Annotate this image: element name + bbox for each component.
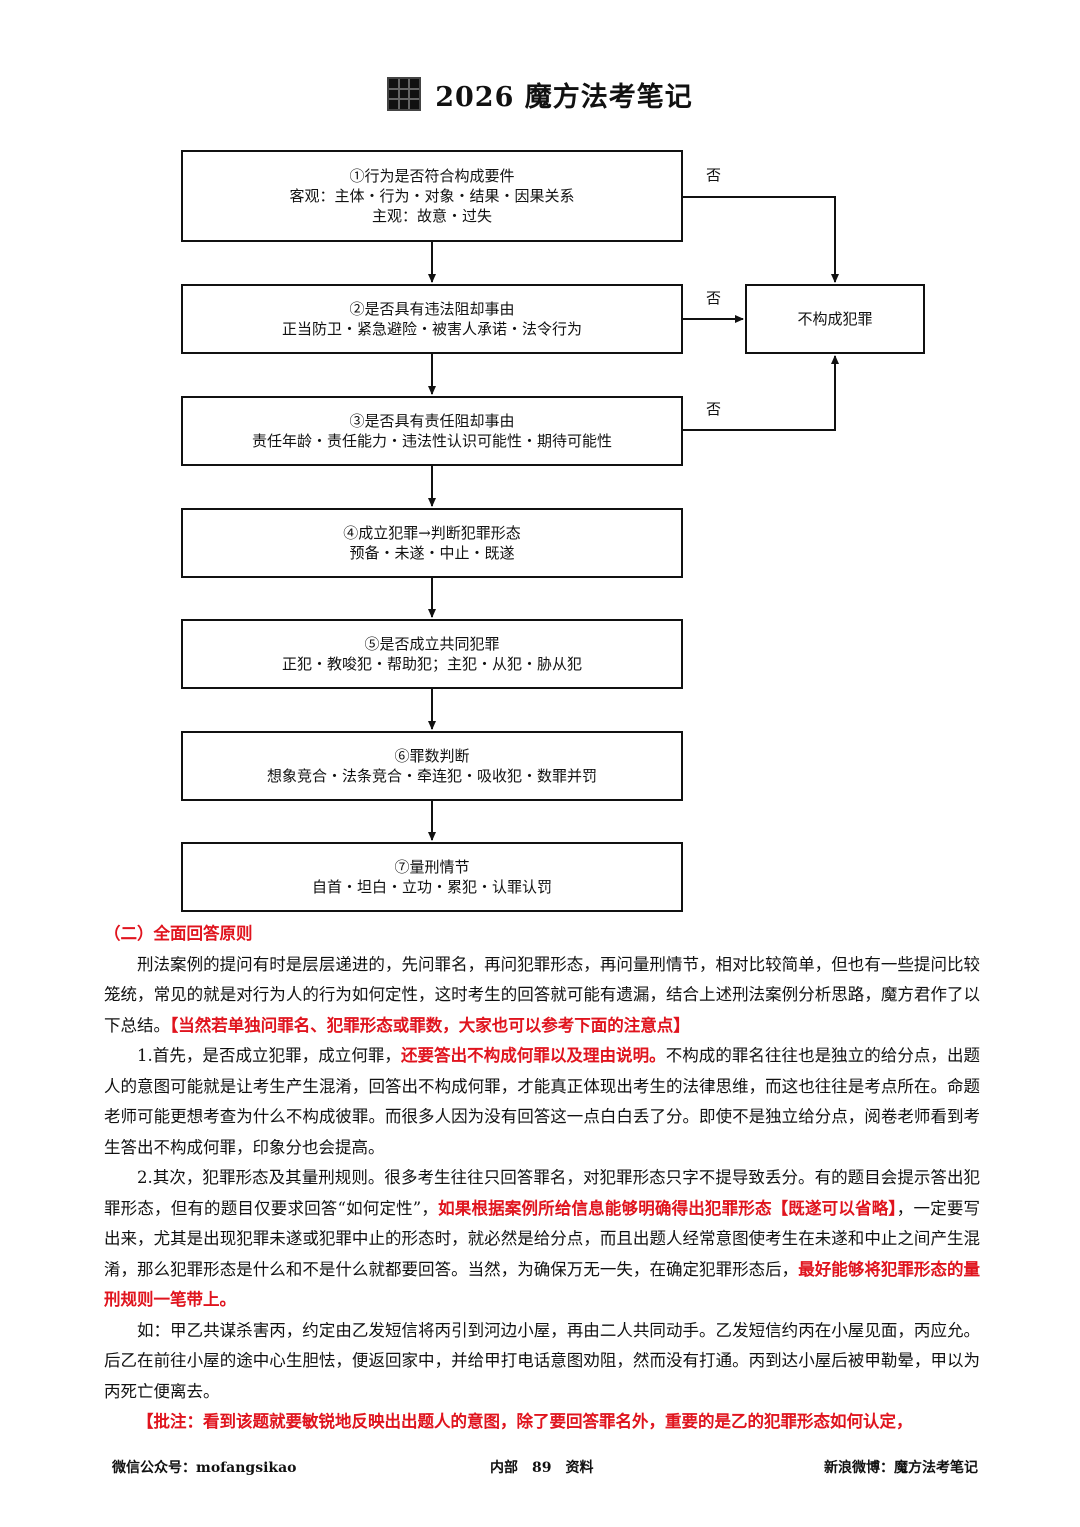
section-heading: （二）全面回答原则 <box>104 924 253 943</box>
rubiks-cube-logo-icon <box>387 77 422 111</box>
flow-step-line: 责任年龄・责任能力・违法性认识可能性・期待可能性 <box>251 432 612 450</box>
highlight-text: 还要答出不构成何罪以及理由说明。 <box>400 1046 666 1065</box>
no-label: 否 <box>706 166 722 184</box>
paragraph-text: ，一定要写出来，尤其是出现犯罪未遂或犯罪中止的形态时，就必然是给分点，而且出题人… <box>104 1198 981 1279</box>
flow-step-1: ①行为是否符合构成要件 客观：主体・行为・对象・结果・因果关系 主观：故意・过失 <box>181 150 683 242</box>
flow-step-line: 正当防卫・紧急避险・被害人承诺・法令行为 <box>281 320 582 338</box>
no-label: 否 <box>706 400 722 418</box>
annotation-paragraph: 【批注：看到该题就要敏锐地反映出出题人的意图，除了要回答罪名外，重要的是乙的犯罪… <box>137 1412 913 1431</box>
highlight-note: 【当然若单独问罪名、犯罪形态或罪数，大家也可以参考下面的注意点】 <box>170 1015 690 1035</box>
flow-step-4: ④成立犯罪→判断犯罪形态 预备・未遂・中止・既遂 <box>181 508 683 578</box>
page-title: 2026 魔方法考笔记 <box>435 81 693 113</box>
flow-step-3: ③是否具有责任阻却事由 责任年龄・责任能力・违法性认识可能性・期待可能性 <box>181 396 683 466</box>
page-footer: 微信公众号：mofangsikao 内部 89 资料 新浪微博：魔方法考笔记 <box>112 1457 978 1479</box>
flow-step-title: ②是否具有违法阻却事由 <box>349 300 515 318</box>
highlight-text: 最好能够将犯罪形态的量刑规则一笔带上。 <box>104 1259 981 1310</box>
highlight-text: 如果根据案例所给信息能够明确得出犯罪形态【既遂可以省略】 <box>438 1198 897 1218</box>
no-label: 否 <box>706 289 722 307</box>
flow-step-line: 客观：主体・行为・对象・结果・因果关系 <box>289 187 575 205</box>
paragraph-text: 1.首先，是否成立犯罪，成立何罪， <box>137 1046 401 1065</box>
arrow-3-no <box>683 355 839 431</box>
page-header: 2026 魔方法考笔记 <box>0 72 1080 116</box>
flow-step-6: ⑥罪数判断 想象竞合・法条竞合・牵连犯・吸收犯・数罪并罚 <box>181 731 683 801</box>
flow-step-2: ②是否具有违法阻却事由 正当防卫・紧急避险・被害人承诺・法令行为 <box>181 284 683 354</box>
flow-step-title: ①行为是否符合构成要件 <box>349 167 515 185</box>
flow-step-title: ③是否具有责任阻却事由 <box>349 412 515 430</box>
flow-step-line: 自首・坦白・立功・累犯・认罪认罚 <box>311 878 552 896</box>
flow-step-7: ⑦量刑情节 自首・坦白・立功・累犯・认罪认罚 <box>181 842 683 912</box>
flow-step-line: 想象竞合・法条竞合・牵连犯・吸收犯・数罪并罚 <box>266 767 597 785</box>
article-body: （二）全面回答原则 刑法案例的提问有时是层层递进的，先问罪名，再问犯罪形态，再问… <box>104 919 980 1438</box>
flowchart-connectors <box>428 196 839 841</box>
footer-wechat: 微信公众号：mofangsikao <box>112 1460 297 1476</box>
paragraph-3: 2.其次，犯罪形态及其量刑规则。很多考生往往只回答罪名，对犯罪形态只字不提导致丢… <box>104 1163 980 1316</box>
flow-step-title: ④成立犯罪→判断犯罪形态 <box>343 524 521 542</box>
paragraph-text: 2.其次，犯罪形态及其量刑规则。很多考生往往只回答罪名，对犯罪形态只字不提导致丢… <box>104 1168 980 1218</box>
flow-step-line: 预备・未遂・中止・既遂 <box>349 544 515 562</box>
paragraph-1: 刑法案例的提问有时是层层递进的，先问罪名，再问犯罪形态，再问量刑情节，相对比较简… <box>104 950 980 1042</box>
footer-weibo: 新浪微博：魔方法考笔记 <box>824 1460 978 1476</box>
footer-page-number: 内部 89 资料 <box>490 1460 594 1476</box>
flow-step-5: ⑤是否成立共同犯罪 正犯・教唆犯・帮助犯；主犯・从犯・胁从犯 <box>181 619 683 689</box>
flow-step-title: ⑤是否成立共同犯罪 <box>364 635 500 653</box>
result-box-not-crime: 不构成犯罪 <box>745 284 925 354</box>
paragraph-text: 不构成的罪名往往也是独立的给分点，出题人的意图可能就是让考生产生混淆，回答出不构… <box>104 1046 981 1157</box>
arrow-1-no <box>683 196 839 283</box>
flow-step-line: 正犯・教唆犯・帮助犯；主犯・从犯・胁从犯 <box>281 655 582 673</box>
paragraph-4: 如：甲乙共谋杀害丙，约定由乙发短信将丙引到河边小屋，再由二人共同动手。乙发短信约… <box>104 1320 980 1401</box>
flow-step-line: 主观：故意・过失 <box>371 207 492 225</box>
flow-step-title: ⑦量刑情节 <box>394 858 470 876</box>
paragraph-text: 刑法案例的提问有时是层层递进的，先问罪名，再问犯罪形态，再问量刑情节，相对比较简… <box>104 954 980 1035</box>
paragraph-2: 1.首先，是否成立犯罪，成立何罪，还要答出不构成何罪以及理由说明。不构成的罪名往… <box>104 1041 980 1163</box>
flow-step-title: ⑥罪数判断 <box>394 747 470 765</box>
